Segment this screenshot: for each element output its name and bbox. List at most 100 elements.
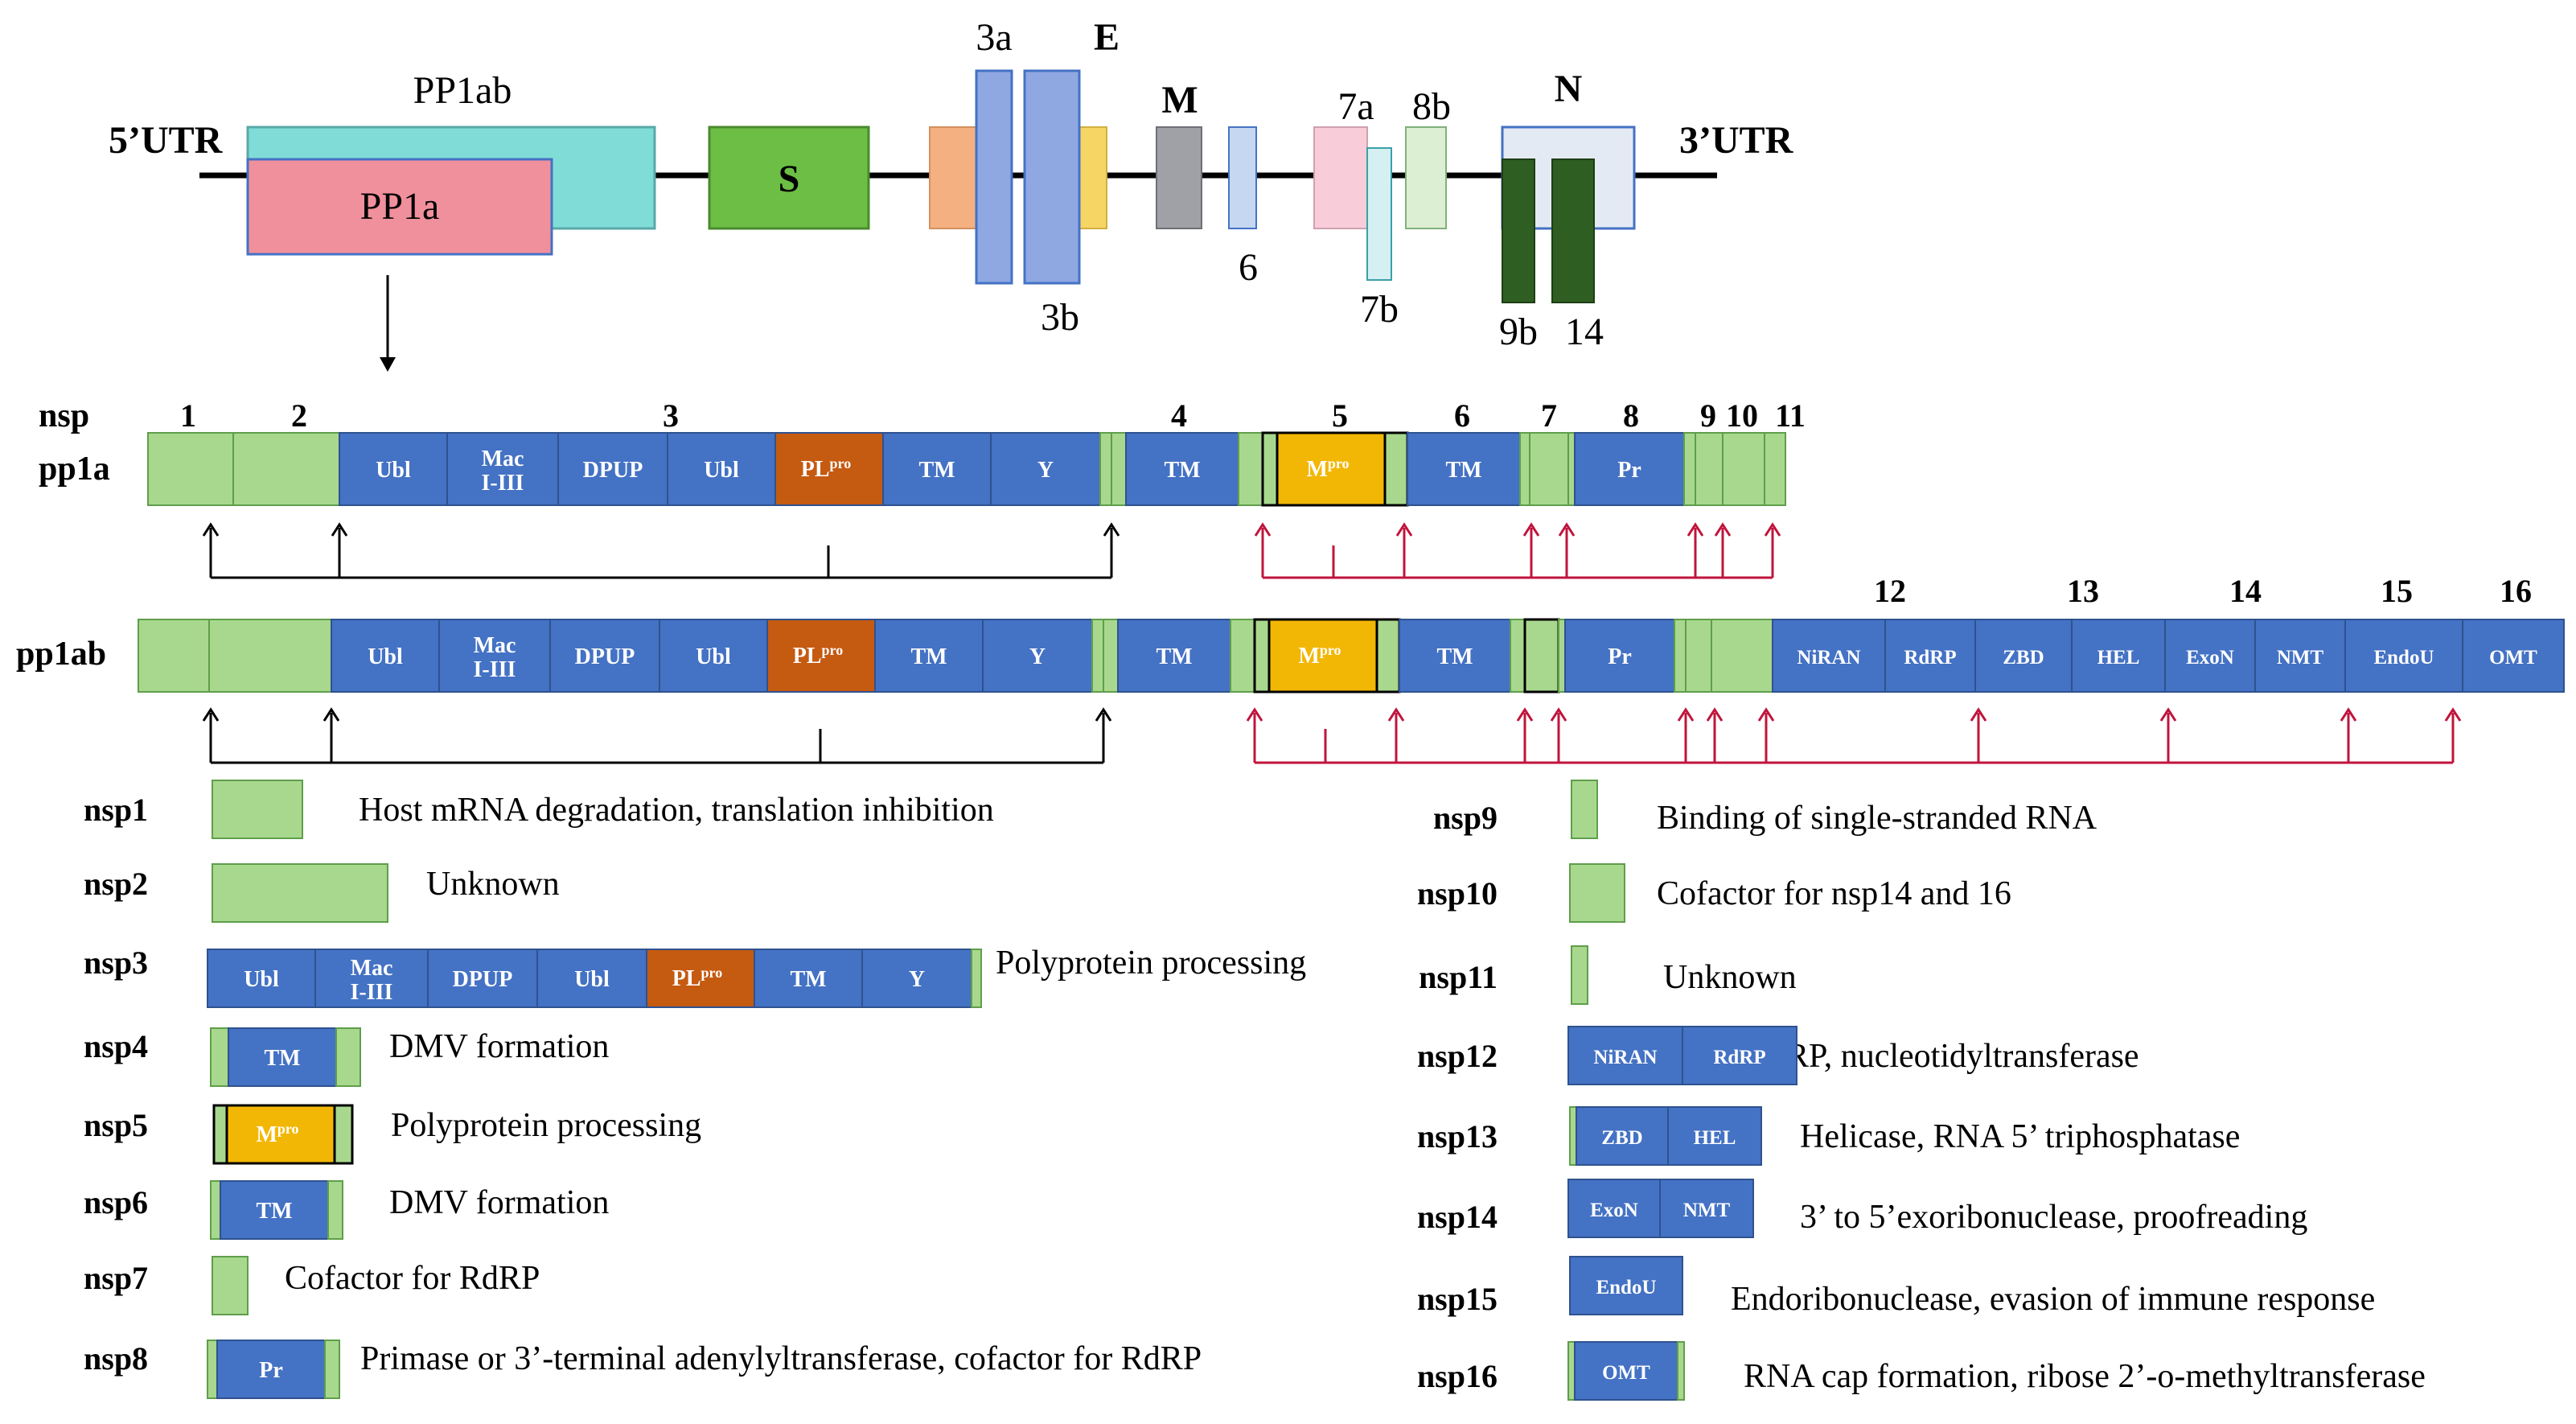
nsp-number-4: 4 [1171,397,1187,434]
nsp2-segment [232,432,340,506]
ubl-label: Ubl [574,967,610,992]
endou-domain [1569,1256,1683,1315]
ubl-label: Ubl [368,644,403,669]
pp1a-red-arrow-2-head [1522,522,1540,537]
orf14-label: 14 [1565,311,1604,353]
pp1a-red-arrow-4-head [1687,522,1704,537]
nsp10-segment [1722,432,1765,506]
pp1a-red-arrow-5-head [1714,522,1732,537]
ubl-domain [667,432,776,506]
pr-label: Pr [1617,458,1641,483]
s-gene [708,126,870,230]
nsp1-segment [147,432,234,506]
orf9b-gene [1502,158,1535,303]
orf9b-label: 9b [1499,311,1538,353]
orf7b-gene [1366,147,1392,281]
hel-label: HEL [1694,1127,1736,1149]
ubl-domain [659,619,768,693]
plpro-domain [774,432,884,506]
legend-desc-nsp14: 3’ to 5’exoribonuclease, proofreading [1800,1199,2307,1236]
legend-name-nsp13: nsp13 [1417,1118,1498,1154]
nsp-number-9: 9 [1700,397,1716,434]
s-label: S [779,158,800,200]
orf3b-gene [1023,69,1081,285]
nsp1-segment [138,619,210,693]
ubl-domain [536,949,647,1008]
exon-label: ExoN [2186,647,2234,669]
tm-domain [754,949,863,1008]
orf8b-gene [1405,126,1447,229]
plpro-label: PLpro [801,455,851,482]
nsp-number-3: 3 [663,397,679,434]
nsp7-tail [1558,619,1566,693]
m-label: M [1161,79,1198,121]
nsp2-segment [208,619,332,693]
pp1ab-red-arrow-3-head [1550,707,1567,722]
ubl-label: Ubl [704,458,739,483]
nsp-number-6: 6 [1454,397,1470,434]
plpro-label: PLpro [793,642,843,669]
y-domain [982,619,1093,693]
omt-domain [2462,619,2565,693]
nsp-number-16: 16 [2500,573,2532,609]
tm-label: TM [1164,458,1200,483]
pp1a-gene [246,158,553,256]
legend-desc-nsp9: Binding of single-stranded RNA [1657,800,2097,837]
nsp7-segment [1523,618,1560,693]
nsp-number-15: 15 [2381,573,2413,609]
nmt-label: NMT [2277,647,2324,669]
orf7a-gene [1313,126,1368,229]
orf8b-label: 8b [1412,85,1451,128]
pp1a-row-label: pp1a [39,451,110,488]
nsp13-icon-a [1569,1106,1577,1166]
nsp3-tail-1 [1091,619,1104,693]
y-domain [861,949,972,1008]
omt-label: OMT [2489,647,2537,669]
pp1a-red-arrow-0-head [1254,522,1272,537]
mac-label-top: Mac [482,447,524,471]
nsp4-icon-b [335,1027,361,1087]
m-gene [1156,126,1202,229]
zbd-domain [1974,619,2073,693]
ubl-label: Ubl [376,458,411,483]
nsp10-icon [1569,863,1625,923]
nsp3-tail-2 [1103,619,1119,693]
nsp8-tail [1683,432,1696,506]
nsp16-icon-b [1677,1341,1685,1401]
pp1a-label: PP1a [360,185,440,228]
rdrp-label: RdRP [1713,1047,1765,1068]
tm-domain [882,432,992,506]
hel-label: HEL [2097,647,2140,669]
legend-desc-nsp12: RdRP, nucleotidyltransferase [1747,1038,2139,1075]
nsp3-icon-tail [971,949,982,1008]
hel-domain [1667,1106,1762,1166]
pp1a-black-arrow-2-head [1103,522,1120,537]
legend-desc-nsp15: Endoribonuclease, evasion of immune resp… [1731,1281,2375,1318]
nsp8-tail [1674,619,1687,693]
ubl-label: Ubl [244,967,279,992]
zbd-label: ZBD [1601,1127,1642,1149]
pp1ab-black-arrow-2-head [1095,707,1112,722]
nsp-number-7: 7 [1541,397,1557,434]
niran-label: NiRAN [1593,1047,1657,1068]
pr-domain [216,1340,326,1399]
nsp3-tail-2 [1111,432,1127,506]
dpup-label: DPUP [575,644,635,669]
tm-label: TM [1436,644,1473,669]
tm-label: TM [910,644,947,669]
orf3a-gene [975,69,1013,285]
niran-domain [1772,619,1886,693]
pp1ab-red-arrow-10-head [2444,707,2462,722]
tm-label: TM [264,1046,300,1071]
mpro-domain [225,1104,336,1165]
nsp6-tail [1510,619,1526,693]
nsp7-segment [1529,432,1569,506]
legend-name-nsp1: nsp1 [84,792,148,828]
